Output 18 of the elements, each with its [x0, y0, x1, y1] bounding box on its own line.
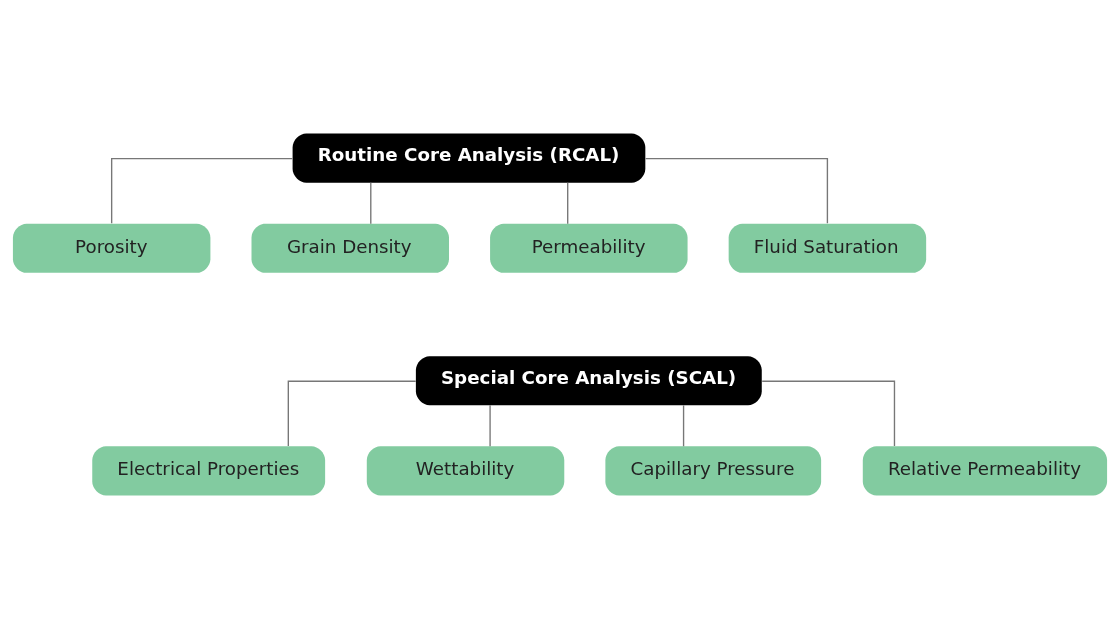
connector [567, 181, 569, 224]
connector [761, 380, 896, 447]
node-box: Fluid Saturation [728, 223, 927, 273]
connector [489, 404, 491, 447]
connector [370, 181, 372, 224]
node-box: Routine Core Analysis (RCAL) [292, 133, 646, 183]
connector [682, 404, 685, 447]
node-box: Wettability [366, 445, 565, 495]
connector [644, 157, 829, 224]
connector [287, 380, 417, 447]
node-box: Grain Density [251, 223, 449, 273]
node-box: Electrical Properties [92, 445, 326, 495]
node-box: Porosity [12, 223, 211, 273]
node-box: Relative Permeability [862, 445, 1108, 495]
node-box: Special Core Analysis (SCAL) [415, 355, 762, 405]
node-box: Permeability [490, 223, 688, 273]
connector [110, 157, 294, 224]
node-box: Capillary Pressure [605, 445, 822, 495]
